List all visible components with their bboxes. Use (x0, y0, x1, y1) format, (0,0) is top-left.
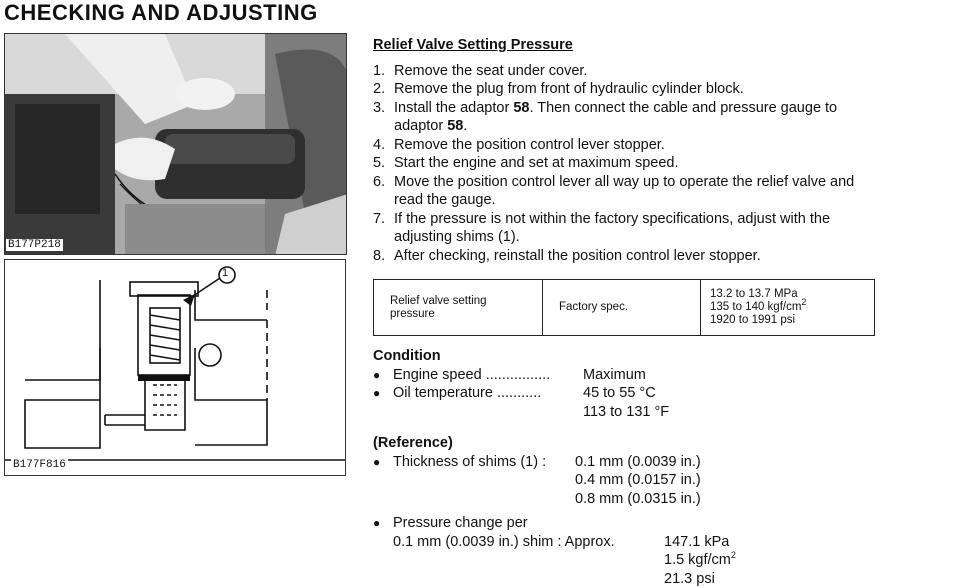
step-item: 6. Move the position control lever all wa… (373, 173, 873, 210)
list-item: ● Engine speed ................ Maximum (373, 366, 646, 383)
spec-kind-cell: Factory spec. (542, 279, 701, 336)
step-number: 7. (373, 210, 386, 227)
spec-value-3: 1920 to 1991 psi (710, 314, 796, 326)
step-number: 2. (373, 81, 386, 97)
spec-item-cell: Relief valve setting pressure (373, 279, 543, 336)
relief-valve-diagram (5, 266, 345, 461)
list-item: 0.1 mm (0.0039 in.) shim : Approx. 147.1… (393, 533, 730, 550)
list-item: ● Oil temperature ........... 45 to 55 °… (373, 385, 656, 401)
step-number: 8. (373, 247, 386, 264)
photo-figure: B177P218 (4, 33, 347, 255)
photo-label: B177P218 (6, 239, 63, 251)
diagram-label: B177F816 (11, 459, 68, 471)
diagram-figure: 1 B177F816 (4, 259, 346, 476)
step-item: 2. Remove the plug from front of hydrauli… (373, 80, 873, 99)
condition-title: Condition (373, 348, 441, 364)
page-title: CHECKING AND ADJUSTING (4, 0, 318, 25)
reference-title: (Reference) (373, 435, 453, 451)
step-number: 4. (373, 136, 386, 153)
list-item: ● Pressure change per (373, 515, 528, 531)
spec-value-1: 13.2 to 13.7 MPa (710, 288, 798, 300)
step-item: 4. Remove the position control lever stop… (373, 136, 873, 155)
spec-value-2: 135 to 140 kgf/cm2 (710, 297, 807, 313)
section-title: Relief Valve Setting Pressure (373, 37, 573, 53)
list-item: 0.8 mm (0.0315 in.) (575, 490, 701, 507)
step-text: Remove the plug from front of hydraulic … (394, 80, 873, 99)
step-text: If the pressure is not within the factor… (394, 210, 873, 247)
step-text-part: After checking, reinstall the position c… (394, 247, 761, 264)
step-text-part: Move the position control lever all way … (394, 173, 855, 209)
step-text-part: Remove the seat under cover. (394, 62, 588, 79)
photo-illustration (5, 34, 346, 254)
step-text-part: Start the engine and set at maximum spee… (394, 155, 679, 171)
step-number: 6. (373, 173, 386, 190)
step-item: 1. Remove the seat under cover. (373, 62, 873, 81)
step-number: 1. (373, 62, 386, 79)
step-text: Move the position control lever all way … (394, 173, 873, 210)
step-text-part: Remove the position control lever stoppe… (394, 136, 665, 153)
list-item: ● Thickness of shims (1) : 0.1 mm (0.003… (373, 453, 701, 470)
list-item: 113 to 131 °F (583, 403, 670, 420)
step-text-part: . Then connect the cable and pressure ga… (394, 99, 838, 135)
list-item: 0.4 mm (0.0157 in.) (575, 472, 701, 488)
condition-section: Condition ● Engine speed ...............… (373, 347, 893, 588)
step-text-part: . (463, 118, 468, 134)
step-text-part: 58 (447, 118, 464, 134)
step-text-part: If the pressure is not within the factor… (394, 210, 831, 246)
step-text: Remove the position control lever stoppe… (394, 136, 873, 155)
step-text: Remove the seat under cover. (394, 62, 873, 81)
step-item: 8. After checking, reinstall the position… (373, 247, 873, 266)
step-item: 7. If the pressure is not within the fact… (373, 210, 873, 247)
bullet-icon: ● (373, 454, 381, 469)
spec-table: Relief valve setting pressure Factory sp… (373, 279, 875, 336)
bullet-icon: ● (373, 386, 381, 400)
callout-number: 1 (222, 267, 229, 279)
table-row: Relief valve setting pressure Factory sp… (373, 279, 875, 336)
spec-values-cell: 13.2 to 13.7 MPa 135 to 140 kgf/cm2 1920… (700, 279, 875, 336)
step-text-part: Install the adaptor (394, 99, 514, 116)
bullet-icon: ● (373, 516, 381, 530)
step-number: 3. (373, 99, 386, 116)
step-text-part: 58 (513, 99, 530, 116)
step-item: 5. Start the engine and set at maximum sp… (373, 154, 873, 173)
step-item: 3. Install the adaptor 58. Then connect t… (373, 99, 873, 136)
step-number: 5. (373, 155, 386, 171)
list-item: 21.3 psi (664, 570, 715, 587)
step-text: Install the adaptor 58. Then connect the… (394, 99, 873, 136)
step-text-part: Remove the plug from front of hydraulic … (394, 81, 744, 97)
list-item: 1.5 kgf/cm2 (664, 550, 736, 568)
steps-list: 1. Remove the seat under cover. 2. Remove t… (373, 62, 873, 266)
step-text: After checking, reinstall the position c… (394, 247, 873, 266)
step-text: Start the engine and set at maximum spee… (394, 154, 873, 173)
procedure-section: Relief Valve Setting Pressure 1. Remove t… (373, 36, 873, 265)
bullet-icon: ● (373, 367, 381, 382)
